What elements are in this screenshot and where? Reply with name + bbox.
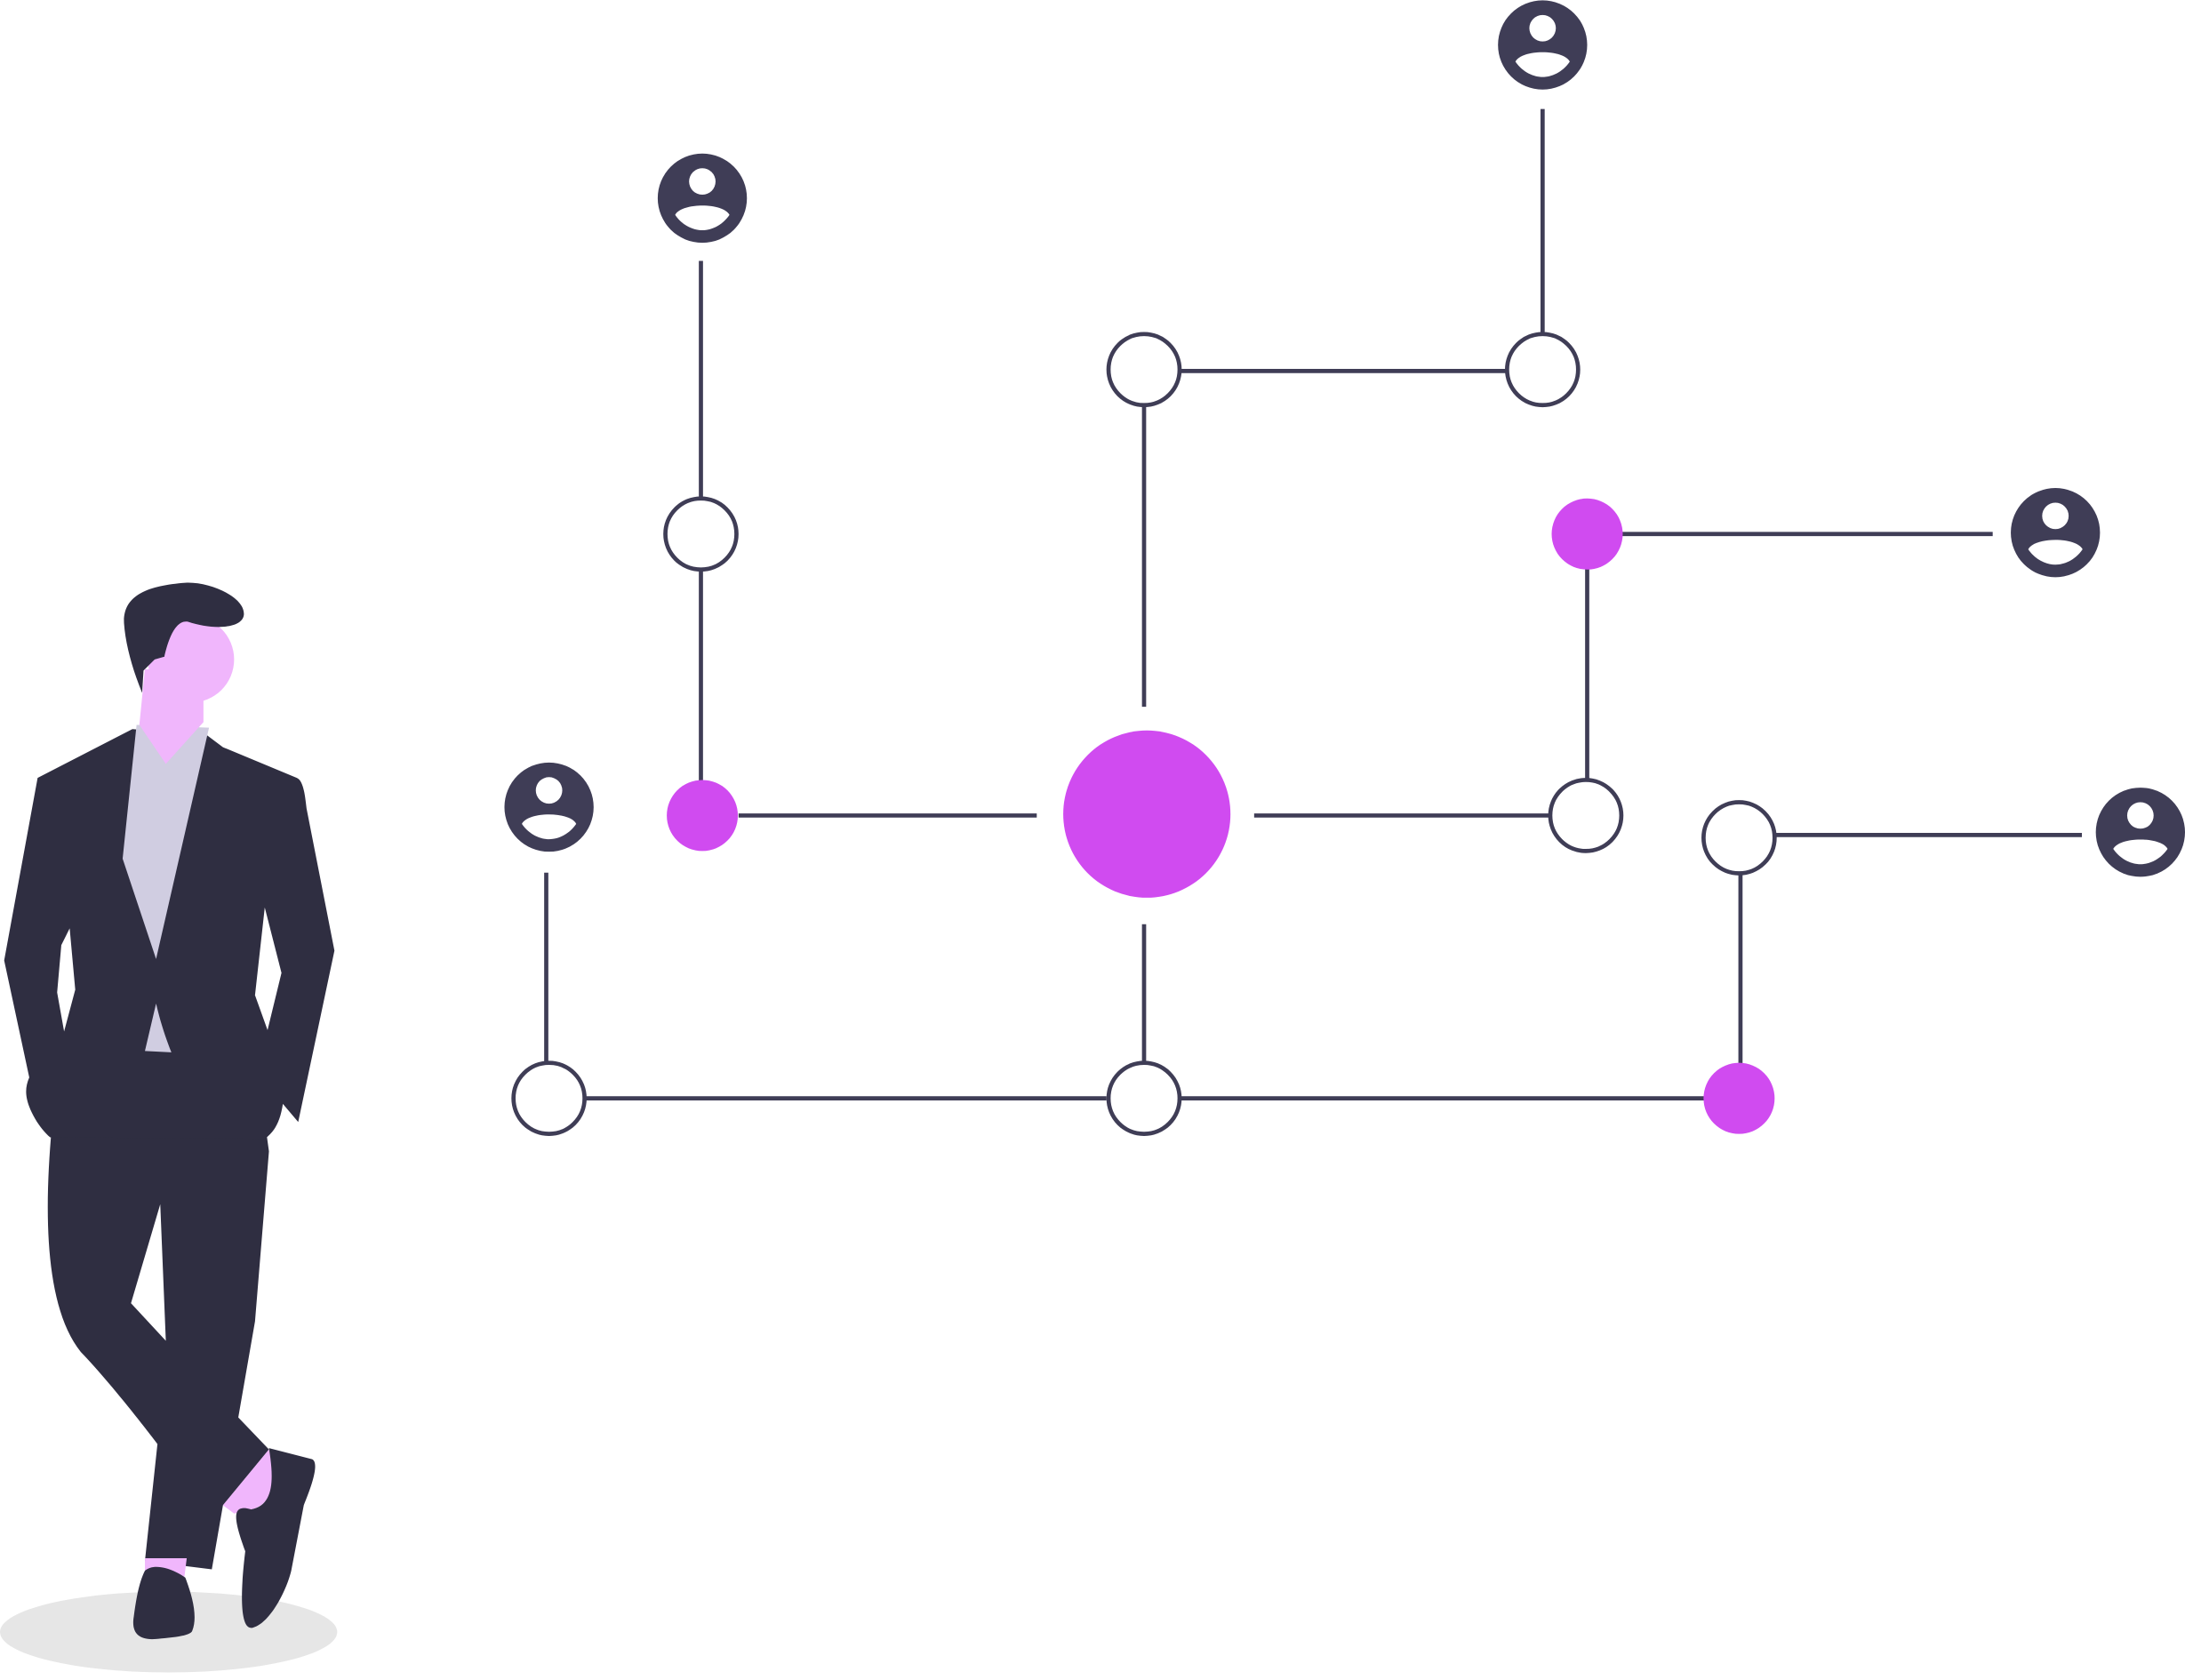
user-avatars (504, 0, 2185, 877)
network-node (1106, 332, 1182, 408)
accent-node (1551, 498, 1623, 570)
user-avatar-icon (504, 762, 594, 852)
shoe (132, 1566, 195, 1640)
sock (222, 1449, 274, 1514)
network-node (1106, 1060, 1182, 1136)
network-node (1701, 800, 1777, 876)
connection-lines (544, 108, 2082, 1100)
hub-node (1063, 730, 1231, 898)
network-node (511, 1060, 587, 1136)
hair (124, 582, 244, 693)
hollow-nodes (511, 332, 1777, 1136)
user-avatar-icon (1498, 0, 1588, 90)
accent-node (1703, 1062, 1775, 1134)
accent-node (667, 780, 739, 852)
network-node (663, 496, 739, 572)
user-avatar-icon (2011, 488, 2101, 578)
person-figure (0, 582, 338, 1673)
accent-nodes (667, 498, 1775, 1134)
shoe (236, 1448, 316, 1628)
user-avatar-icon (657, 153, 748, 244)
trousers (47, 1100, 269, 1570)
jacket (4, 729, 335, 1140)
network-node (1505, 332, 1581, 408)
shirt (122, 724, 210, 959)
network-node (1548, 778, 1624, 853)
user-avatar-icon (2095, 788, 2185, 877)
